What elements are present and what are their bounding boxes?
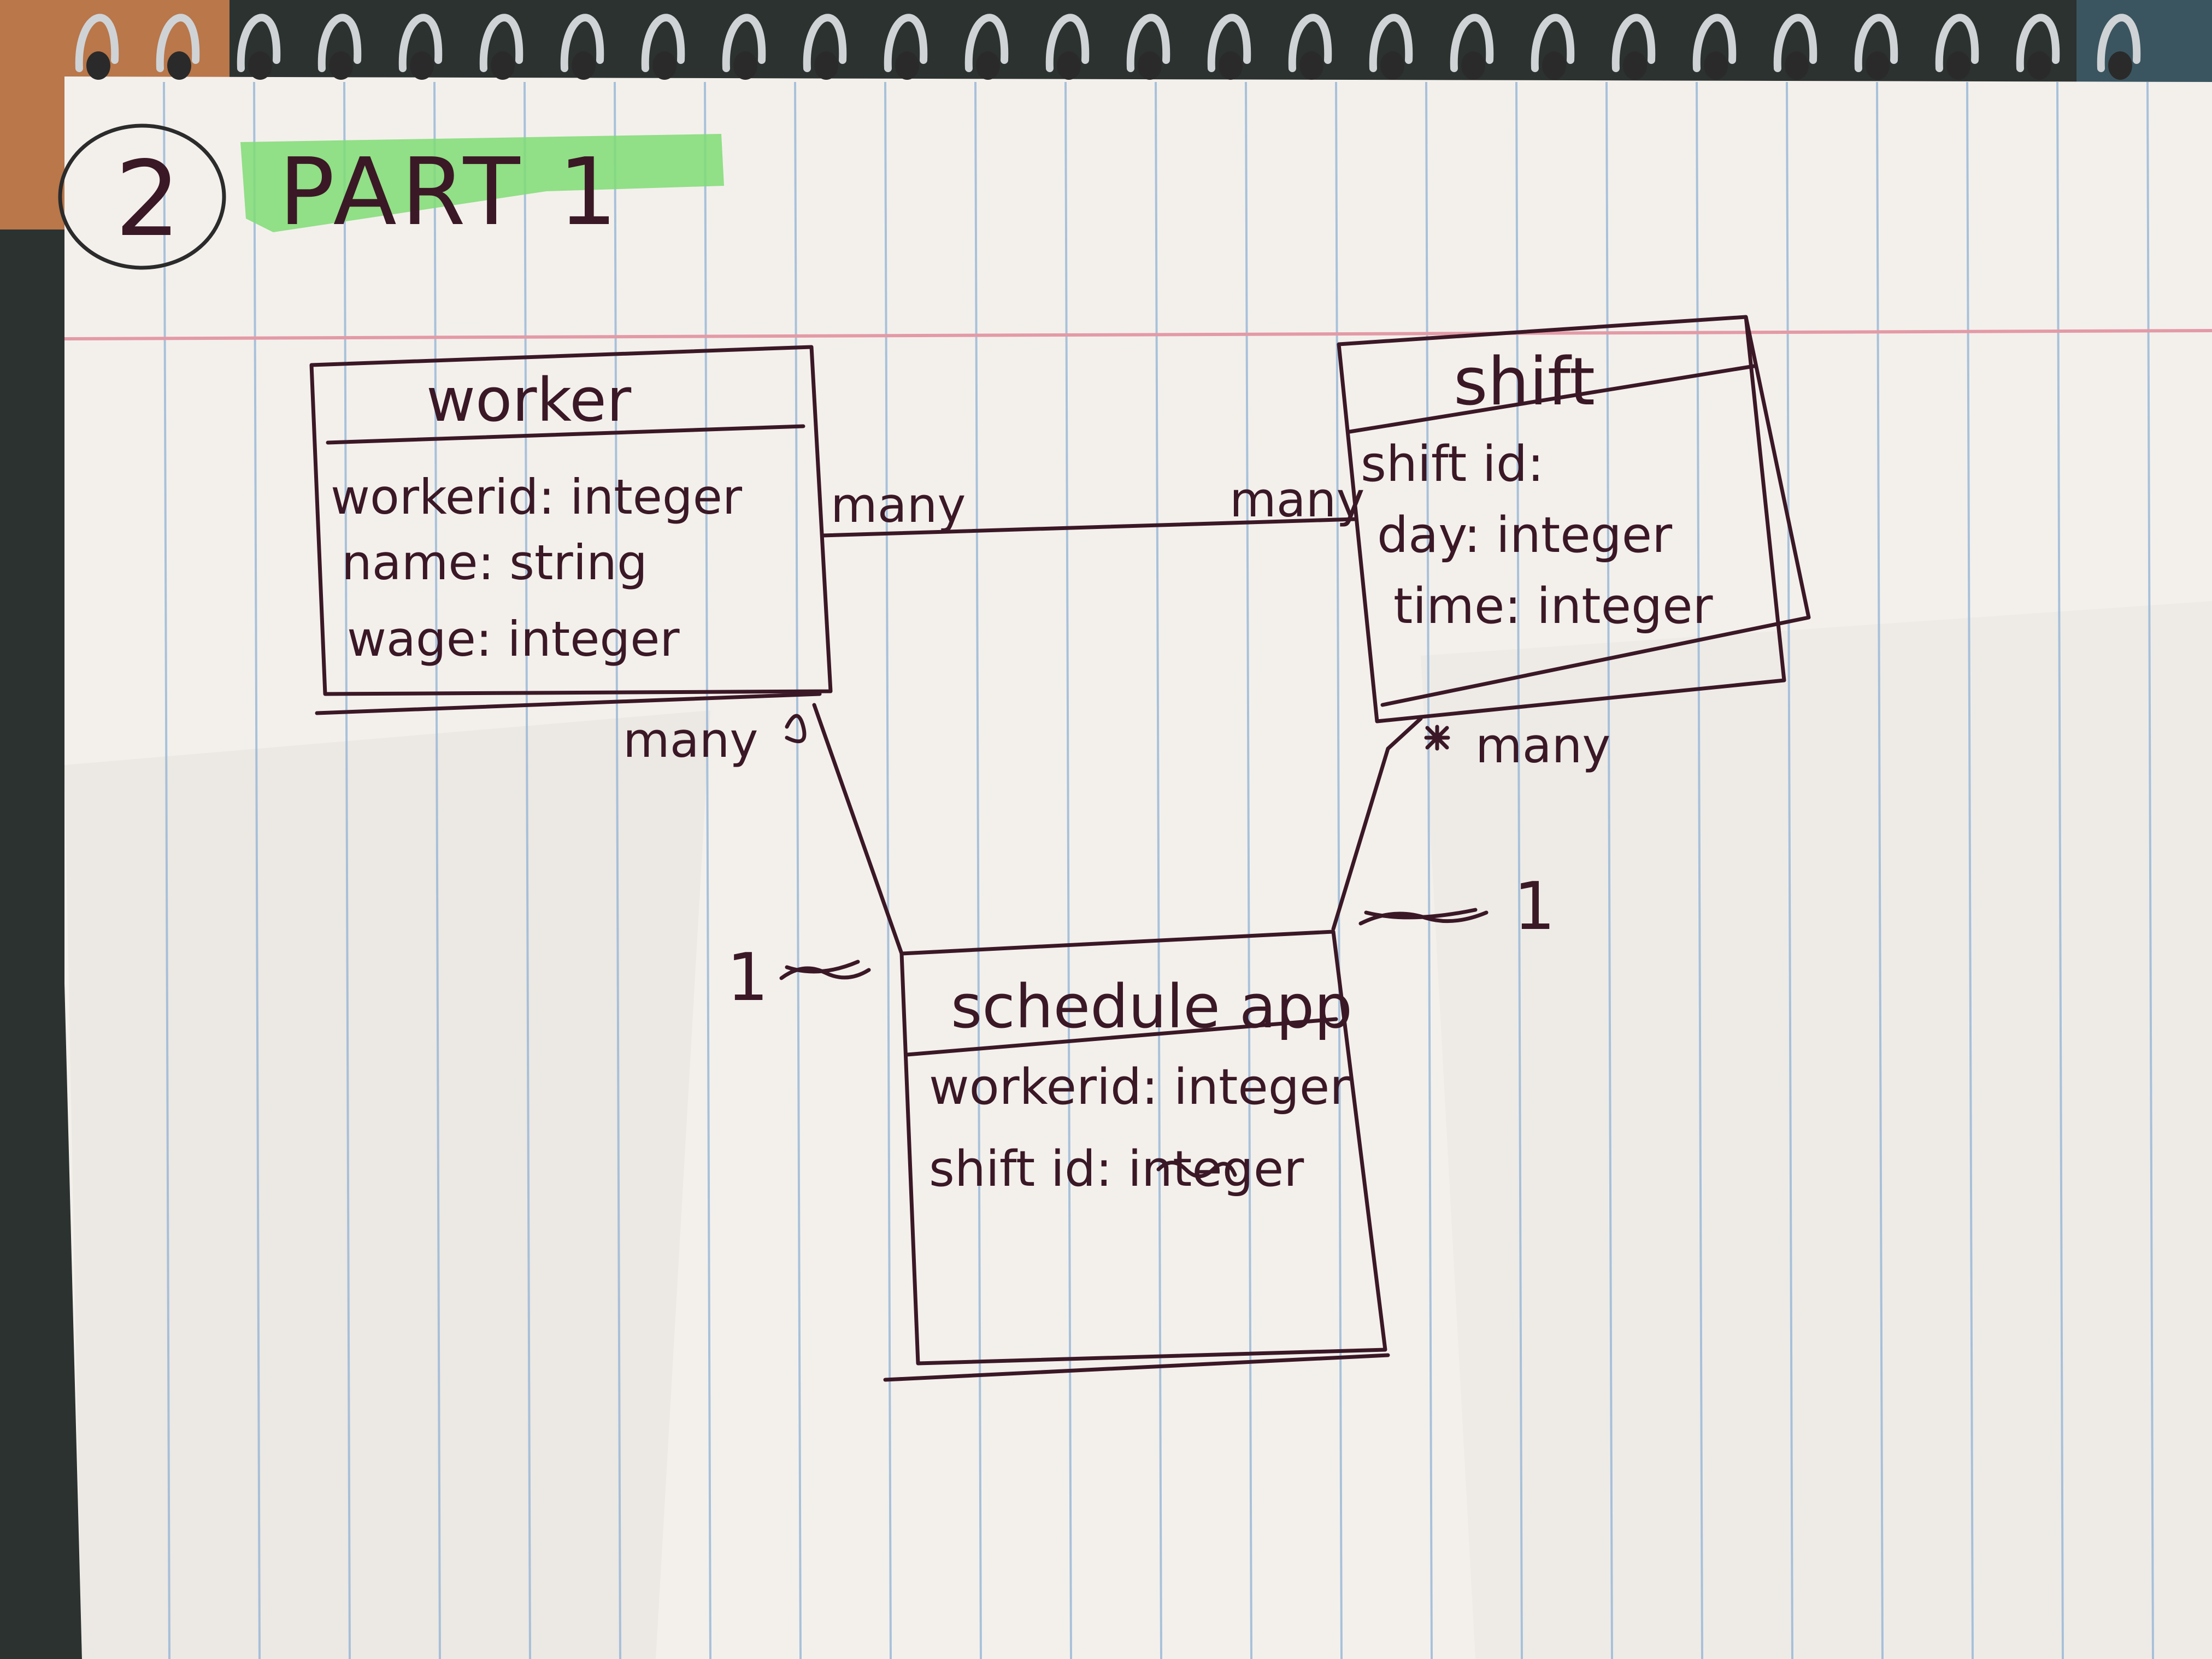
spiral-ring (1692, 14, 1737, 80)
worker-shift-worker-end: many (831, 477, 966, 533)
spiral-ring (1369, 14, 1413, 80)
ruled-line (974, 81, 982, 1659)
shift-attr-2: time: integer (1393, 578, 1713, 635)
ruled-line (343, 81, 351, 1659)
page-number-marker: 2 (58, 123, 226, 270)
spiral-ring (884, 14, 928, 80)
spiral-ring (1531, 14, 1575, 80)
ruled-line (884, 81, 892, 1659)
worker-attr-0: workerid: integer (331, 469, 743, 525)
heading: PART 1 (279, 138, 622, 246)
spiral-ring (1611, 14, 1656, 80)
schedule-attr-1: shift id: integer (929, 1140, 1304, 1198)
spiral-ring (1773, 14, 1817, 80)
spiral-ring (1126, 14, 1170, 80)
ruled-line (794, 81, 802, 1659)
heading-highlight (240, 134, 724, 232)
spiral-ring (964, 14, 1009, 80)
shift-schedule-schedule-end: 1 (1514, 869, 1555, 945)
worker-attr-1: name: string (342, 534, 648, 591)
spiral-ring (237, 14, 281, 80)
spiral-ring (641, 14, 685, 80)
spiral-ring (156, 14, 200, 80)
association-worker-schedule: many 1 (623, 703, 904, 1016)
class-worker: worker workerid: integer name: string wa… (309, 345, 833, 715)
spiral-ring (560, 14, 604, 80)
ruled-line (1696, 81, 1703, 1659)
class-schedule-app-name: schedule app (951, 972, 1352, 1042)
ruled-line (1515, 81, 1523, 1659)
spiral-binding (75, 14, 2141, 80)
ruled-line (1155, 81, 1162, 1659)
spiral-ring (722, 14, 766, 80)
worker-shift-shift-end: many (1229, 472, 1365, 528)
schedule-attr-0: workerid: integer (929, 1058, 1350, 1116)
ruled-line (523, 81, 531, 1659)
spiral-ring (1450, 14, 1494, 80)
spiral-ring (2016, 14, 2060, 80)
spiral-ring (1935, 14, 1979, 80)
ruled-line (163, 81, 170, 1659)
association-shift-schedule: many 1 (1331, 716, 1611, 945)
worker-schedule-worker-end: many (623, 712, 758, 768)
spiral-ring (479, 14, 523, 80)
ruled-line (1245, 81, 1252, 1659)
ruled-line (704, 81, 711, 1659)
heading-group: PART 1 (240, 134, 724, 246)
spiral-ring (75, 14, 119, 80)
ruled-line (1425, 81, 1433, 1659)
spiral-ring (1207, 14, 1251, 80)
page-number: 2 (115, 139, 181, 260)
shift-attr-0: shift id: (1361, 436, 1544, 493)
ruled-line (2056, 81, 2064, 1659)
ruled-line (1876, 81, 1884, 1659)
ruled-line (2146, 81, 2154, 1659)
worker-schedule-schedule-end: 1 (727, 940, 768, 1016)
margin-line (64, 329, 2212, 340)
class-worker-name: worker (426, 365, 632, 435)
spiral-ring (1288, 14, 1332, 80)
ruled-line (614, 81, 621, 1659)
ruled-line (1786, 81, 1793, 1659)
association-worker-shift: many many (820, 472, 1365, 538)
spiral-ring (2097, 14, 2141, 80)
shift-schedule-shift-end: many (1475, 717, 1611, 774)
ruled-lines (163, 81, 2154, 1659)
spiral-ring (398, 14, 443, 80)
class-schedule-app: schedule app workerid: integer shift id:… (883, 929, 1390, 1382)
ruled-line (433, 81, 441, 1659)
shift-attr-1: day: integer (1377, 507, 1672, 564)
spiral-ring (1045, 14, 1090, 80)
ruled-line (253, 81, 261, 1659)
class-shift-name: shift (1454, 344, 1595, 420)
spiral-ring (803, 14, 847, 80)
spiral-ring (317, 14, 362, 80)
class-shift: shift shift id: day: integer time: integ… (1337, 315, 1811, 723)
ruled-line (1966, 81, 1974, 1659)
spiral-ring (1854, 14, 1898, 80)
ruled-line (1064, 81, 1072, 1659)
worker-attr-2: wage: integer (347, 611, 680, 667)
ruled-line (1605, 81, 1613, 1659)
